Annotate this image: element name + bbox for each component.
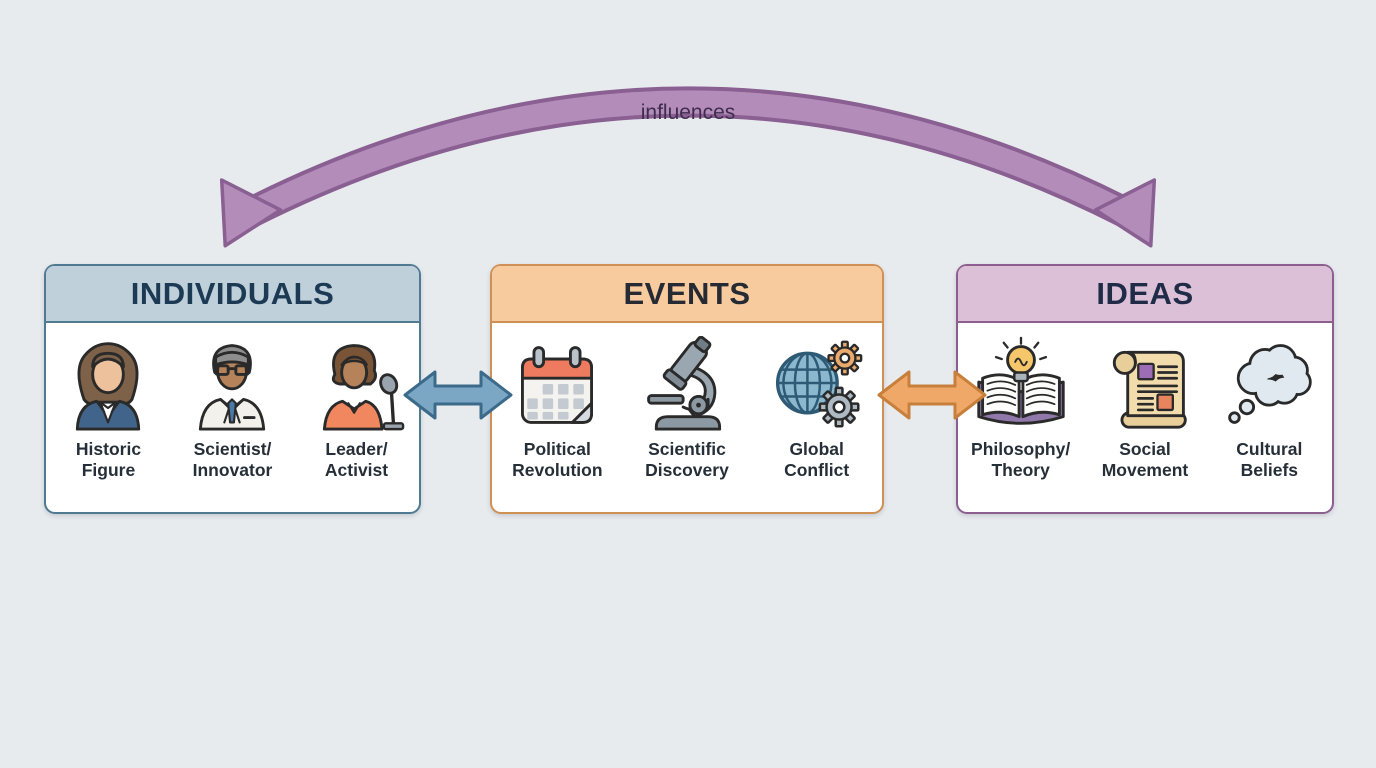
events-ideas-arrow [877, 370, 987, 420]
influences-label: influences [641, 101, 736, 124]
individuals-events-arrow [403, 370, 513, 420]
item-label: Scientist/ Innovator [192, 439, 273, 480]
item-scientific-discovery: Scientific Discovery [623, 336, 752, 480]
panel-ideas-body: Philosophy/ Theory [958, 323, 1332, 480]
scroll-icon [1097, 336, 1193, 432]
panel-events-header: EVENTS [492, 266, 882, 323]
item-label: Social Movement [1101, 439, 1189, 480]
influences-arc-arrow: influences [219, 86, 1157, 248]
item-social-movement: Social Movement [1083, 336, 1206, 480]
panel-events: EVENTS [490, 264, 884, 514]
panel-ideas-header: IDEAS [958, 266, 1332, 323]
panel-ideas: IDEAS [956, 264, 1334, 514]
item-scientist-innovator: Scientist/ Innovator [171, 336, 294, 480]
panel-events-body: Political Revolution [492, 323, 882, 480]
leader-activist-icon [309, 336, 405, 432]
panel-individuals-body: Historic Figure [46, 323, 419, 480]
panel-individuals-title: INDIVIDUALS [130, 275, 335, 311]
calendar-icon [509, 336, 605, 432]
panel-ideas-title: IDEAS [1096, 275, 1194, 311]
panel-individuals-header: INDIVIDUALS [46, 266, 419, 323]
item-global-conflict: Global Conflict [752, 336, 881, 480]
panel-events-title: EVENTS [623, 275, 751, 311]
item-label: Philosophy/ Theory [971, 439, 1071, 480]
globe-gears-icon [769, 336, 865, 432]
thought-cloud-icon [1221, 336, 1317, 432]
item-label: Cultural Beliefs [1236, 439, 1303, 480]
item-historic-figure: Historic Figure [47, 336, 170, 480]
panel-individuals: INDIVIDUALS Historic Figure [44, 264, 421, 514]
item-philosophy-theory: Philosophy/ Theory [959, 336, 1082, 480]
item-political-revolution: Political Revolution [493, 336, 622, 480]
book-lightbulb-icon [973, 336, 1069, 432]
item-cultural-beliefs: Cultural Beliefs [1208, 336, 1331, 480]
arrowhead-right [1093, 178, 1157, 248]
arrowhead-left [219, 178, 283, 248]
item-label: Leader/ Activist [324, 439, 389, 480]
item-leader-activist: Leader/ Activist [295, 336, 418, 480]
item-label: Scientific Discovery [645, 439, 729, 480]
microscope-icon [639, 336, 735, 432]
item-label: Global Conflict [784, 439, 850, 480]
item-label: Political Revolution [512, 439, 603, 480]
scientist-innovator-icon [184, 336, 280, 432]
item-label: Historic Figure [75, 439, 142, 480]
historic-figure-icon [60, 336, 156, 432]
